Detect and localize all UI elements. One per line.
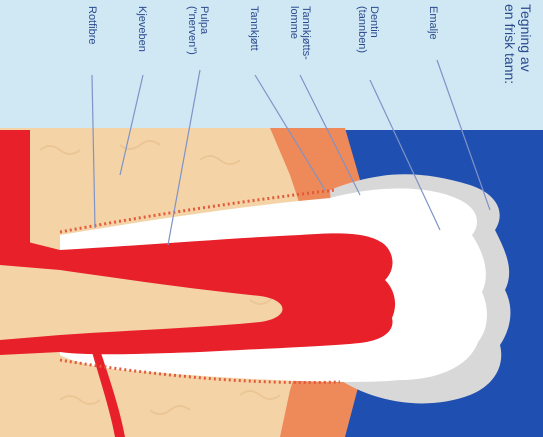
root-canal-left bbox=[0, 130, 30, 250]
label-dentin: Dentin (tannben) bbox=[356, 6, 380, 53]
title-line1: Tegning av bbox=[518, 4, 534, 84]
label-tannkjottslomme: Tannkjøtts- lomme bbox=[288, 6, 312, 60]
title-line2: en frisk tann: bbox=[502, 4, 518, 84]
label-kjeveben: Kjeveben bbox=[136, 6, 148, 52]
label-tannkjott: Tannkjøtt bbox=[248, 6, 260, 51]
label-rotfibre: Rotfibre bbox=[86, 6, 98, 45]
label-pulpa: Pulpa ("nerven") bbox=[186, 6, 210, 55]
label-emalje: Emalje bbox=[427, 6, 439, 40]
diagram-title: Tegning av en frisk tann: bbox=[502, 4, 534, 84]
